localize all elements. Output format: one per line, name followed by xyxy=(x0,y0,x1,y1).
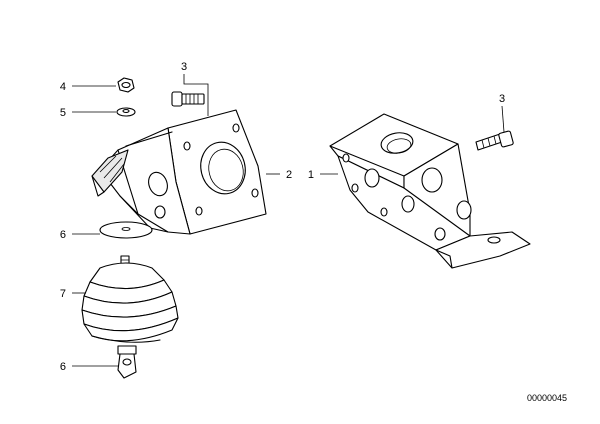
nut-item-4 xyxy=(117,77,135,93)
callout-3-right: 3 xyxy=(499,93,505,105)
callout-2: 2 xyxy=(286,169,292,181)
right-engine-bracket xyxy=(329,113,531,269)
callout-5: 5 xyxy=(60,107,66,119)
rubber-engine-mount xyxy=(81,255,179,343)
bolt-right xyxy=(475,130,514,151)
callout-3-left: 3 xyxy=(181,61,187,73)
bolt-upper-left xyxy=(171,91,205,107)
drawing-reference-number: 00000045 xyxy=(527,393,567,403)
callout-7: 7 xyxy=(60,288,66,300)
leader-lines xyxy=(72,74,505,367)
callout-6-lower: 6 xyxy=(60,361,66,373)
nut-item-6-lower xyxy=(117,345,137,379)
callout-1: 1 xyxy=(308,169,314,181)
left-engine-bracket xyxy=(91,109,267,235)
callout-6-upper: 6 xyxy=(60,229,66,241)
plate-item-6-upper xyxy=(99,221,153,239)
callout-4: 4 xyxy=(60,81,66,93)
washer-item-5 xyxy=(116,107,136,117)
